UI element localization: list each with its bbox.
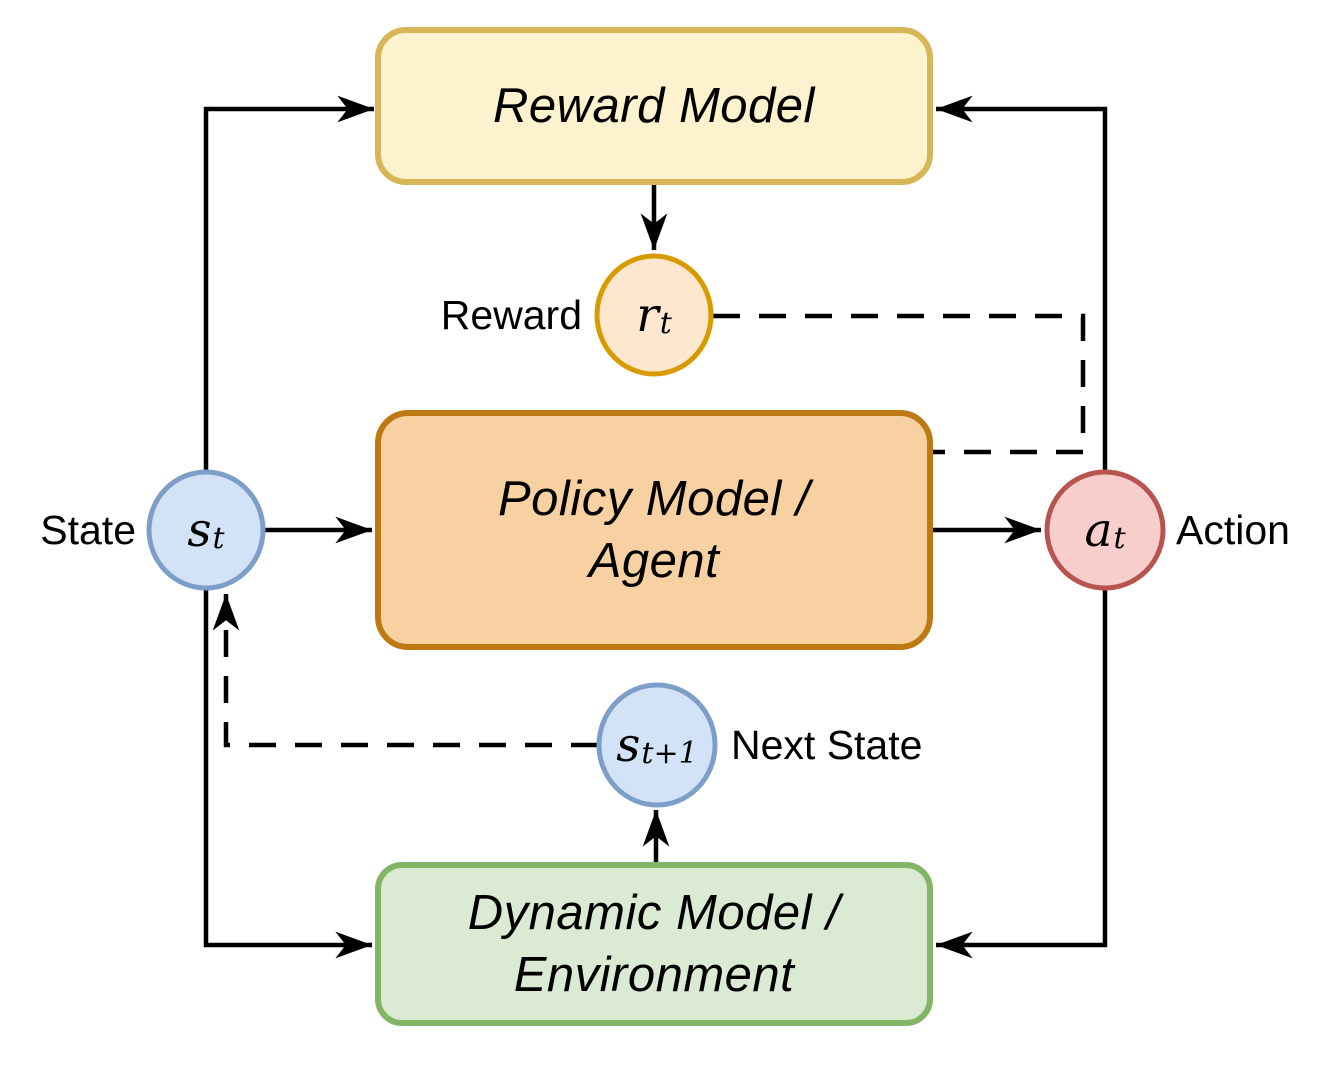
- action-circle: [1044, 469, 1166, 591]
- reward-model-box: [375, 27, 933, 185]
- policy-model-box: [375, 410, 933, 650]
- reward-circle: [594, 253, 714, 377]
- next-state-circle: [596, 682, 718, 808]
- edge-reward-to-policy-model-dashed: [713, 313, 1086, 466]
- edge-action-to-reward-model: [935, 95, 1108, 471]
- edge-action-to-dynamic-model: [935, 589, 1108, 959]
- dynamic-model-box: [375, 862, 933, 1026]
- state-circle: [146, 469, 266, 591]
- edge-state-to-dynamic-model: [203, 588, 373, 959]
- edge-state-to-reward-model: [203, 95, 375, 472]
- edge-next-state-to-state-dashed: [212, 593, 598, 748]
